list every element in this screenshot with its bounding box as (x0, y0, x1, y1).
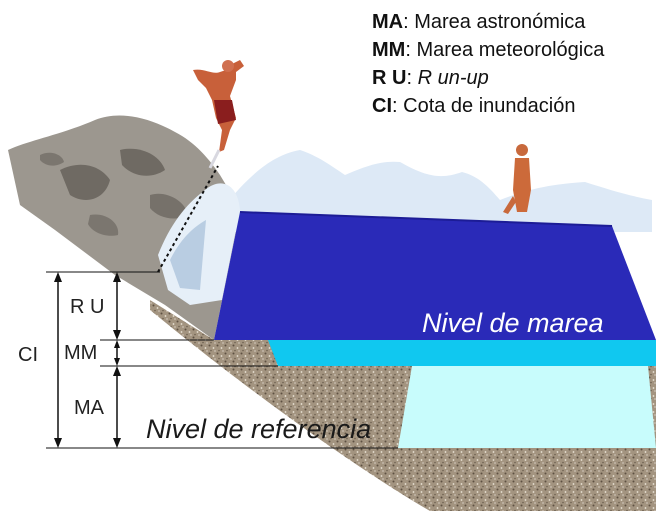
ci-dimension-arrow (54, 272, 62, 448)
astronomical-tide-layer (398, 366, 656, 448)
ru-dimension-arrow (113, 272, 121, 340)
tide-level-top-edge (239, 211, 613, 227)
legend-text: Cota de inundación (403, 95, 576, 117)
legend-abbr: MM (372, 39, 406, 61)
runup-dotted-line (157, 165, 219, 273)
mm-label: MM (64, 342, 98, 364)
mm-dimension-arrow (114, 340, 120, 366)
ma-label: MA (74, 397, 104, 419)
legend-abbr: R U (372, 67, 407, 89)
person-on-rock (193, 60, 244, 169)
meteorological-tide-layer (268, 340, 656, 366)
wave-splash-shadow (170, 220, 206, 290)
legend-sep: : (403, 11, 415, 33)
ru-label: R U (70, 296, 105, 318)
legend-abbr: MA (372, 11, 404, 33)
legend-row-ru: R U: R un-up (372, 64, 604, 92)
legend-text: Marea astronómica (414, 11, 586, 33)
legend-row-mm: MM: Marea meteorológica (372, 36, 604, 64)
legend: MA: Marea astronómica MM: Marea meteorol… (372, 8, 604, 120)
ma-dimension-arrow (113, 366, 121, 448)
ci-label: CI (18, 344, 38, 366)
legend-row-ma: MA: Marea astronómica (372, 8, 604, 36)
tide-level-label: Nivel de marea (422, 308, 604, 338)
person-in-water (503, 144, 531, 214)
legend-sep: : (405, 39, 417, 61)
legend-abbr: CI (372, 95, 392, 117)
wave-foam (225, 150, 652, 232)
reference-level-label: Nivel de referencia (146, 414, 372, 444)
legend-row-ci: CI: Cota de inundación (372, 92, 604, 120)
legend-sep: : (392, 95, 404, 117)
legend-sep: : (406, 67, 418, 89)
tide-level-layer (214, 212, 656, 340)
legend-text: R un-up (417, 67, 489, 89)
legend-text: Marea meteorológica (416, 39, 605, 61)
